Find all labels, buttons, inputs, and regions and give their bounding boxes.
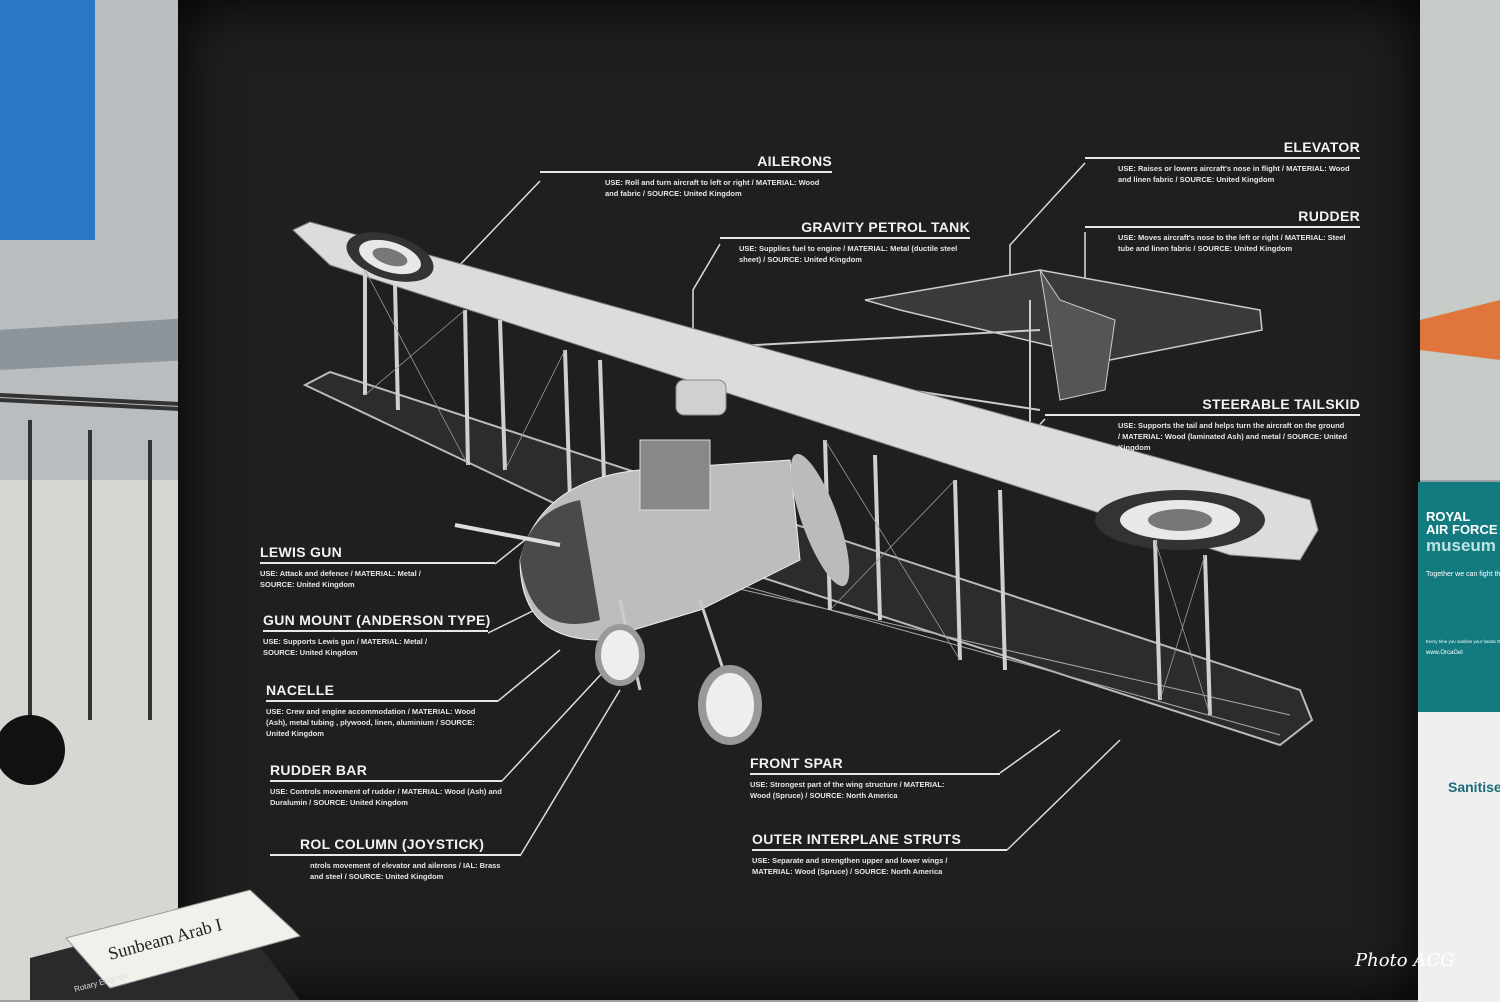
label-title: NACELLE [266,682,335,698]
poster-logo-line2: AIR FORCE [1426,522,1498,537]
label-text: USE: Supports the tail and helps turn th… [1118,421,1348,452]
poster-logo-line3: museum [1426,536,1496,555]
label-gravity-petrol-tank: GRAVITY PETROL TANK USE: Supplies fuel t… [720,219,970,265]
label-title: RUDDER [1298,208,1360,224]
label-text: USE: Supplies fuel to engine / MATERIAL:… [739,244,958,264]
label-rudder-bar: RUDDER BAR USE: Controls movement of rud… [270,762,502,808]
label-title: FRONT SPAR [750,755,843,771]
railing [0,393,201,720]
label-rudder: RUDDER USE: Moves aircraft's nose to the… [1085,208,1360,254]
label-text: USE: Strongest part of the wing structur… [750,780,945,800]
poster-logo: ROYAL [1426,509,1471,524]
label-elevator: ELEVATOR USE: Raises or lowers aircraft'… [1085,139,1360,185]
label-nacelle: NACELLE USE: Crew and engine accommodati… [266,682,498,739]
poster-small-text: Every time you sanitise your hands OrcaG… [1426,639,1500,644]
info-booklets: Sunbeam Arab I Rotary Engines [30,889,302,1000]
label-text: USE: Separate and strengthen upper and l… [752,856,948,876]
lewis-gun [454,523,561,547]
label-front-spar: FRONT SPAR USE: Strongest part of the wi… [750,755,1000,801]
wheel-right [698,665,762,745]
engine [639,439,711,511]
label-title: LEWIS GUN [260,544,343,560]
aircraft-wing-background [0,318,190,370]
label-gun-mount: GUN MOUNT (ANDERSON TYPE) USE: Supports … [263,612,491,658]
photo-signature: Photo ACG [1355,950,1455,971]
label-steerable-tailskid: STEERABLE TAILSKID USE: Supports the tai… [1045,396,1360,453]
label-text: USE: Supports Lewis gun / MATERIAL: Meta… [263,637,428,657]
label-title: GUN MOUNT (ANDERSON TYPE) [263,612,491,628]
wheel-display [0,715,65,785]
label-control-column: ROL COLUMN (JOYSTICK) ntrols movement of… [270,836,520,882]
label-text: USE: Roll and turn aircraft to left or r… [605,178,820,198]
label-text: USE: Attack and defence / MATERIAL: Meta… [260,569,421,589]
raf-museum-sanitiser-poster: ROYAL AIR FORCE museum Together we can f… [1418,482,1500,712]
rudder [1039,269,1116,401]
sanitiser-text: Sanitise your hands here [1448,779,1500,795]
label-ailerons: AILERONS USE: Roll and turn aircraft to … [540,153,832,199]
poster-url: www.OrcaGel [1426,650,1463,656]
label-text: ntrols movement of elevator and ailerons… [310,861,501,881]
label-lewis-gun: LEWIS GUN USE: Attack and defence / MATE… [260,544,495,590]
label-title: GRAVITY PETROL TANK [801,219,970,235]
poster-tagline: Together we can fight the spread of viru… [1426,571,1500,578]
label-title: RUDDER BAR [270,762,368,778]
label-title: AILERONS [757,153,832,169]
label-text: USE: Controls movement of rudder / MATER… [270,787,502,807]
sanitiser-station: Sanitise your hands here [1418,712,1500,1002]
upper-wing [292,221,1319,561]
label-text: USE: Raises or lowers aircraft's nose in… [1118,164,1350,184]
label-outer-interplane-struts: OUTER INTERPLANE STRUTS USE: Separate an… [752,831,1007,877]
label-title: STEERABLE TAILSKID [1202,396,1360,412]
label-title: ROL COLUMN (JOYSTICK) [300,836,485,852]
gravity-petrol-tank [675,379,727,416]
label-title: ELEVATOR [1283,139,1360,155]
label-text: USE: Crew and engine accommodation / MAT… [266,707,476,738]
blue-banner [0,0,95,240]
propeller [790,453,850,587]
label-title: OUTER INTERPLANE STRUTS [752,831,962,847]
label-text: USE: Moves aircraft's nose to the left o… [1118,233,1346,253]
wheel-left [595,624,645,686]
info-booklet [65,889,302,989]
